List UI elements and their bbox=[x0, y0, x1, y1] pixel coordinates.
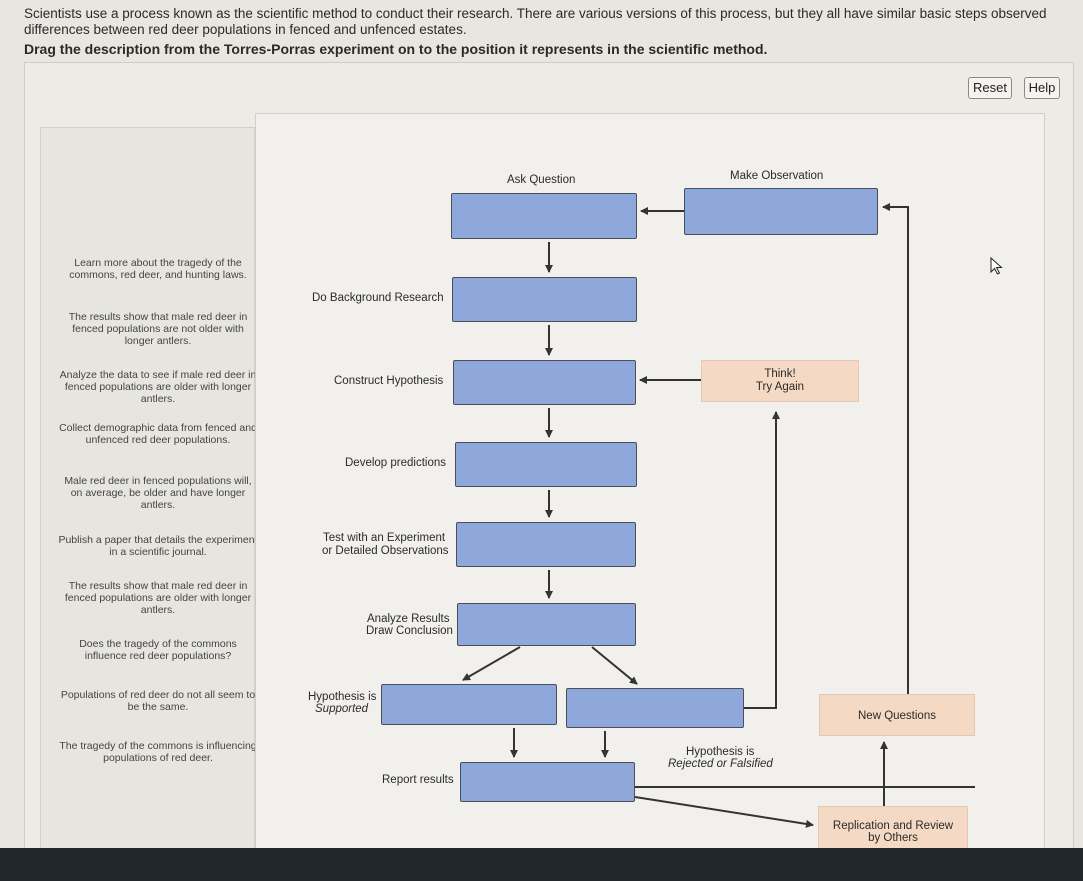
label-rejected-line-2: Rejected or Falsified bbox=[668, 758, 773, 770]
label-supported-line-2: Supported bbox=[315, 703, 369, 715]
drop-zone-background-research[interactable] bbox=[452, 277, 637, 322]
drop-zone-hypothesis-supported[interactable] bbox=[381, 684, 557, 725]
answer-card-question[interactable]: Does the tragedy of the commons influenc… bbox=[79, 638, 237, 662]
answer-card-prediction[interactable]: Male red deer in fenced populations will… bbox=[64, 475, 252, 511]
instruction-text: Drag the description from the Torres-Por… bbox=[24, 41, 768, 57]
label-background-research: Do Background Research bbox=[312, 292, 444, 304]
drop-zone-ask-question[interactable] bbox=[451, 193, 637, 239]
label-test-line-1: Test with an Experiment bbox=[323, 532, 446, 544]
replication-review-box: Replication and Review by Others bbox=[818, 806, 968, 852]
label-develop-predictions: Develop predictions bbox=[345, 457, 447, 469]
answer-card-collect-data[interactable]: Collect demographic data from fenced and… bbox=[59, 422, 257, 446]
intro-text: Scientists use a process known as the sc… bbox=[24, 6, 1047, 37]
answer-card-results-older[interactable]: The results show that male red deer in f… bbox=[64, 580, 252, 616]
drop-zone-report-results[interactable] bbox=[460, 762, 635, 802]
answer-card-analyze[interactable]: Analyze the data to see if male red deer… bbox=[59, 369, 257, 405]
answer-card-results-not-older[interactable]: The results show that male red deer in f… bbox=[68, 311, 248, 347]
label-analyze-line-1: Analyze Results bbox=[367, 613, 450, 625]
drop-zone-develop-predictions[interactable] bbox=[455, 442, 637, 487]
drop-zone-construct-hypothesis[interactable] bbox=[453, 360, 636, 405]
think-label: Think! bbox=[764, 368, 796, 380]
answer-bank bbox=[40, 127, 255, 852]
help-button[interactable]: Help bbox=[1024, 77, 1060, 99]
label-test-line-2: or Detailed Observations bbox=[322, 545, 449, 557]
label-analyze-line-2: Draw Conclusion bbox=[366, 625, 453, 637]
answer-card-publish[interactable]: Publish a paper that details the experim… bbox=[58, 534, 258, 558]
drop-zone-make-observation[interactable] bbox=[684, 188, 878, 235]
replication-label-line-2: by Others bbox=[868, 832, 918, 844]
drop-zone-hypothesis-rejected[interactable] bbox=[566, 688, 744, 728]
reset-button[interactable]: Reset bbox=[968, 77, 1012, 99]
try-again-label: Try Again bbox=[755, 381, 805, 393]
scientific-method-diagram bbox=[255, 113, 1045, 853]
label-supported-line-1: Hypothesis is bbox=[308, 691, 377, 703]
drop-zone-analyze-results[interactable] bbox=[457, 603, 636, 646]
label-ask-question: Ask Question bbox=[507, 174, 576, 186]
answer-card-observation[interactable]: Populations of red deer do not all seem … bbox=[60, 689, 256, 713]
taskbar bbox=[0, 848, 1083, 881]
answer-card-hypothesis[interactable]: The tragedy of the commons is influencin… bbox=[59, 740, 257, 764]
answer-card-background[interactable]: Learn more about the tragedy of the comm… bbox=[69, 257, 247, 281]
label-report-results: Report results bbox=[382, 774, 454, 786]
label-construct-hypothesis: Construct Hypothesis bbox=[334, 375, 444, 387]
drop-zone-test-experiment[interactable] bbox=[456, 522, 636, 567]
think-try-again-box: Think! Try Again bbox=[701, 360, 859, 402]
replication-label-line-1: Replication and Review bbox=[832, 820, 954, 832]
new-questions-box: New Questions bbox=[819, 694, 975, 736]
label-make-observation: Make Observation bbox=[730, 170, 824, 182]
mouse-cursor-icon bbox=[990, 256, 1004, 280]
label-rejected-line-1: Hypothesis is bbox=[686, 746, 755, 758]
